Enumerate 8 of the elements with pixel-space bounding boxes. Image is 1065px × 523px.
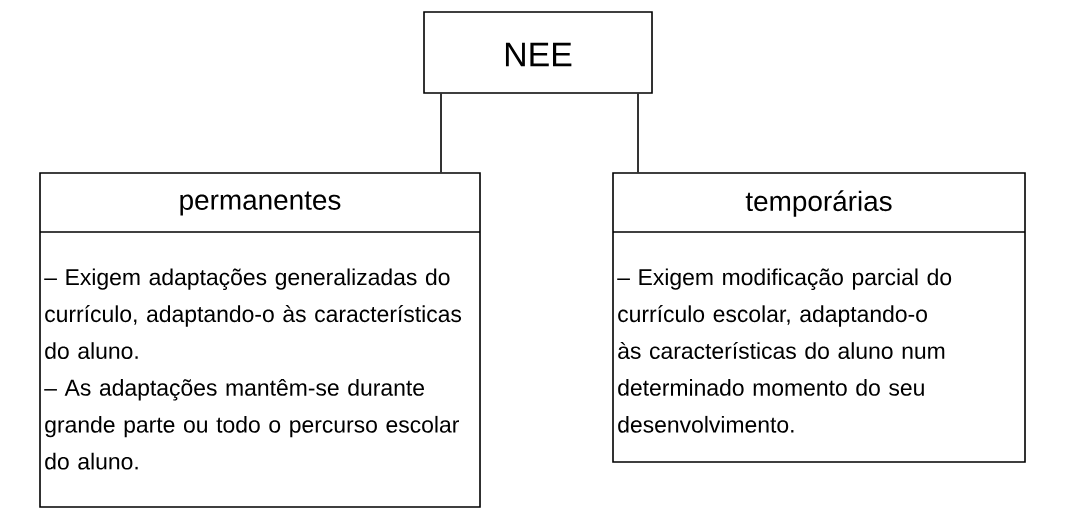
connector-line	[637, 93, 639, 173]
bullet-text: – Exigem modificação parcial do currículo escolar, adaptando-o às características do aluno num determinado momento do seu desenvolvimento.	[617, 268, 952, 433]
category-box: permanentes – Exigem adaptações generalizadas do currículo, adaptando-o às características do aluno. – As adaptações mantêm-se durante grande parte ou todo o percurso escolar do aluno.	[39, 172, 481, 508]
category-box: temporárias – Exigem modificação parcial do currículo escolar, adaptando-o às características do aluno num determinado momento do seu desenvolvimento.	[612, 172, 1026, 463]
connector-line	[440, 93, 442, 173]
category-box: NEE	[423, 11, 653, 94]
bullet-text: – As adaptações mantêm-se durante grande parte ou todo o percurso escolar do aluno.	[44, 378, 459, 470]
bullet-text: – Exigem adaptações generalizadas do currículo, adaptando-o às características do aluno.	[44, 268, 462, 359]
